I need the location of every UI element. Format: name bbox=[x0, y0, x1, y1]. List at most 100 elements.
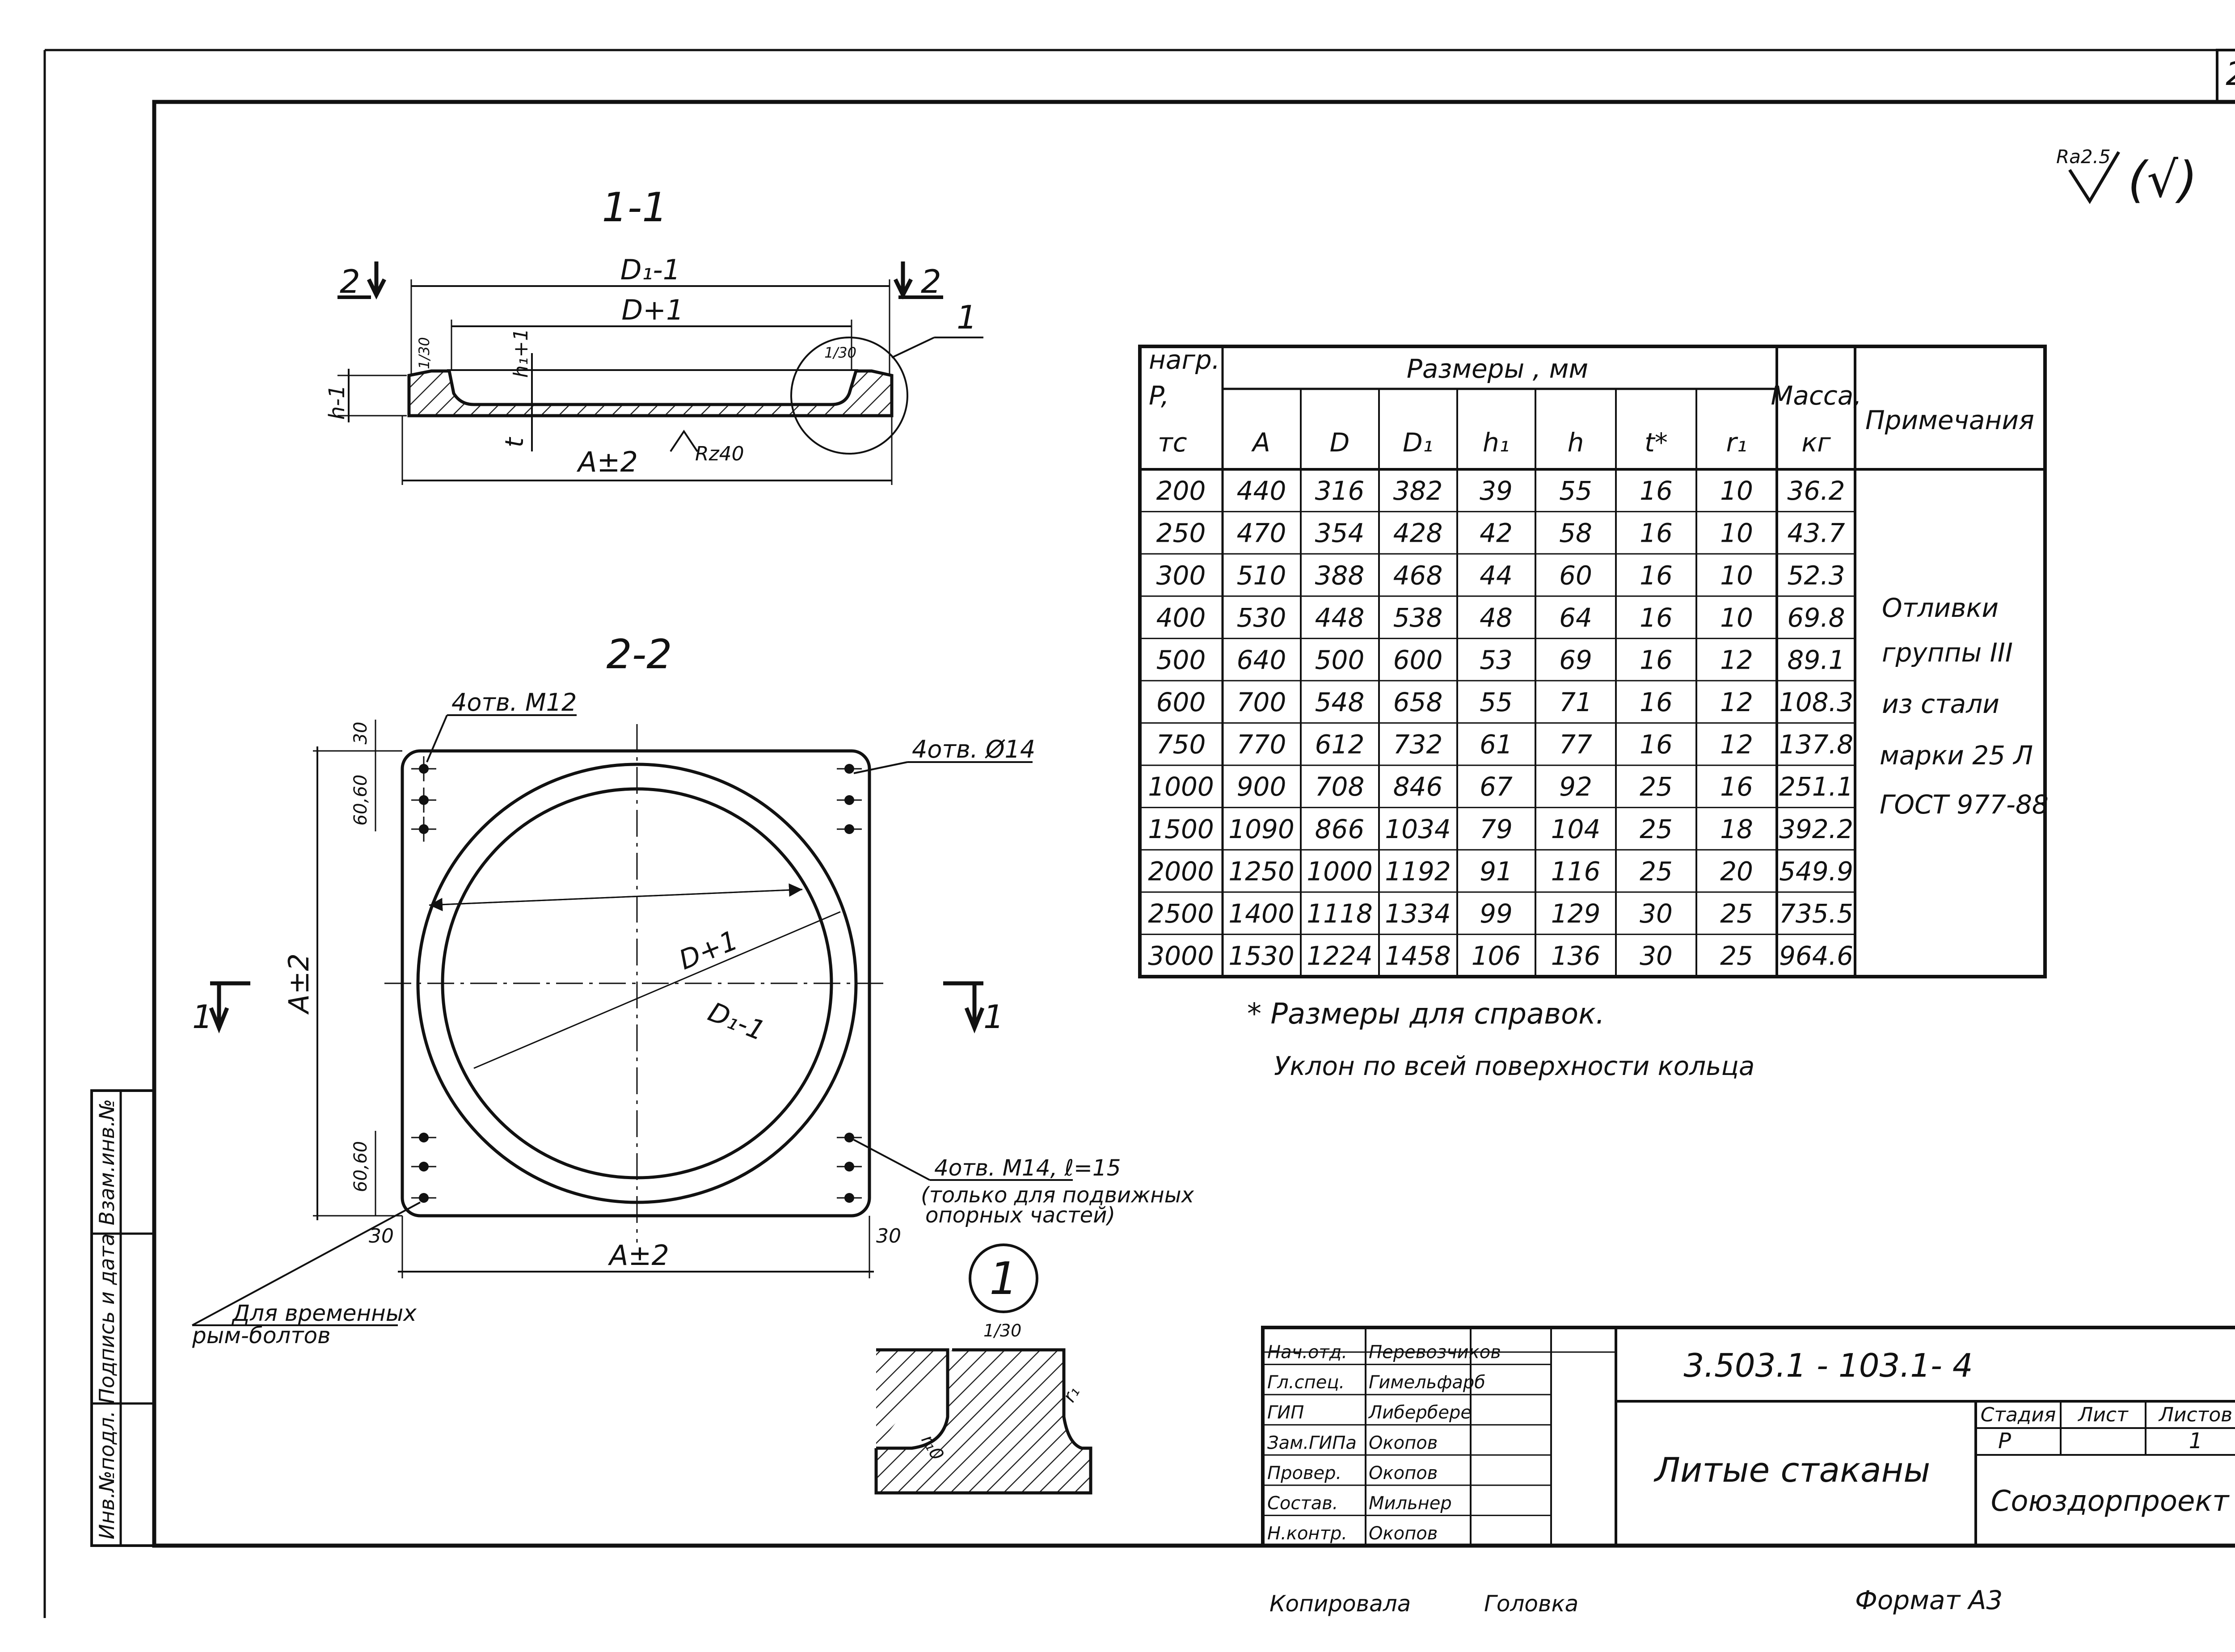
table-cell: 55 bbox=[1480, 687, 1513, 717]
table-cell: 77 bbox=[1559, 729, 1592, 760]
table-cell: 735.5 bbox=[1779, 898, 1853, 929]
doc-name: Литые стаканы bbox=[1653, 1450, 1931, 1490]
dim-d1-minus-1: D₁-1 bbox=[620, 253, 680, 286]
person-role: Н.контр. bbox=[1267, 1523, 1347, 1544]
table-cell: 316 bbox=[1315, 476, 1365, 506]
table-cell: 48 bbox=[1480, 603, 1513, 633]
table-cell: 732 bbox=[1393, 729, 1443, 760]
section-2-2: 2-2 D+1 D₁-1 4отв. M12 4отв. Ø14 bbox=[192, 631, 1194, 1349]
table-cell: 300 bbox=[1156, 560, 1206, 590]
dim-60-top: 60,60 bbox=[350, 775, 371, 826]
table-cell: 470 bbox=[1237, 518, 1286, 548]
table-cell: 1000 bbox=[1148, 771, 1214, 802]
sheet-label: Лист bbox=[2077, 1403, 2129, 1426]
table-cell: 1000 bbox=[1307, 856, 1373, 886]
table-cell: 12 bbox=[1720, 687, 1753, 717]
header-load: нагр. bbox=[1149, 345, 1220, 375]
table-cell: 612 bbox=[1315, 729, 1365, 760]
table-cell: 440 bbox=[1237, 476, 1286, 506]
cut-arrow-left-label: 2 bbox=[340, 263, 360, 300]
person-role: Зам.ГИПа bbox=[1267, 1433, 1357, 1453]
slope-right: 1/30 bbox=[824, 344, 856, 361]
table-cell: 448 bbox=[1315, 603, 1365, 633]
table-cell: 71 bbox=[1559, 687, 1592, 717]
table-cell: 99 bbox=[1480, 898, 1513, 929]
table-cell: 92 bbox=[1559, 771, 1592, 802]
dim-30-bottom-right: 30 bbox=[876, 1225, 901, 1247]
notes-line-3: из стали bbox=[1882, 689, 1999, 719]
table-cell: 69 bbox=[1559, 645, 1592, 675]
table-cell: 104 bbox=[1551, 814, 1601, 844]
copied-label: Копировала bbox=[1269, 1591, 1411, 1617]
table-cell: 640 bbox=[1237, 645, 1286, 675]
table-cell: 137.8 bbox=[1779, 729, 1853, 760]
notes-line-4: марки 25 Л bbox=[1880, 740, 2033, 771]
table-notes: Отливки группы III из стали марки 25 Л Г… bbox=[1880, 593, 2049, 820]
table-cell: 10 bbox=[1720, 518, 1753, 548]
detail-1-label: 1 bbox=[989, 1252, 1018, 1305]
roughness-mark: Ra2.5 (√) bbox=[2056, 146, 2197, 208]
person-role: Гл.спец. bbox=[1267, 1372, 1345, 1393]
slope-left: 1/30 bbox=[416, 337, 433, 369]
header-tc: тс bbox=[1158, 427, 1187, 458]
table-cell: 16 bbox=[1640, 560, 1673, 590]
table-cell: 1400 bbox=[1228, 898, 1295, 929]
person-role: Провер. bbox=[1267, 1463, 1341, 1483]
table-cell: 91 bbox=[1480, 856, 1513, 886]
table-cell: 36.2 bbox=[1787, 476, 1845, 506]
col-d: D bbox=[1330, 427, 1350, 458]
table-cell: 10 bbox=[1720, 476, 1753, 506]
table-cell: 510 bbox=[1237, 560, 1286, 590]
table-cell: 25 bbox=[1720, 941, 1753, 971]
table-cell: 25 bbox=[1720, 898, 1753, 929]
copier-name: Головка bbox=[1484, 1591, 1578, 1617]
cut-1-right-label: 1 bbox=[983, 998, 1004, 1036]
table-cell: 1250 bbox=[1228, 856, 1295, 886]
table-cell: 530 bbox=[1237, 603, 1286, 633]
detail-callout-circle bbox=[790, 337, 908, 455]
table-cell: 250 bbox=[1156, 518, 1206, 548]
table-cell: 866 bbox=[1315, 814, 1365, 844]
table-cell: 1500 bbox=[1148, 814, 1214, 844]
table-cell: 750 bbox=[1156, 729, 1206, 760]
dim-a-plus-minus-2: A±2 bbox=[576, 446, 638, 478]
table-cell: 658 bbox=[1393, 687, 1443, 717]
holes-m12-label: 4отв. M12 bbox=[451, 688, 577, 716]
dim-a-bottom: A±2 bbox=[607, 1239, 669, 1272]
dim-t: t bbox=[500, 437, 529, 447]
table-cell: 10 bbox=[1720, 560, 1753, 590]
person-role: Нач.отд. bbox=[1267, 1342, 1347, 1363]
table-cell: 20 bbox=[1720, 856, 1753, 886]
table-cell: 400 bbox=[1156, 603, 1206, 633]
person-name: Перевозчиков bbox=[1369, 1342, 1501, 1363]
table-cell: 382 bbox=[1393, 476, 1443, 506]
col-h: h bbox=[1568, 427, 1584, 458]
table-cell: 251.1 bbox=[1779, 771, 1853, 802]
table-cell: 3000 bbox=[1148, 941, 1214, 971]
table-cell: 69.8 bbox=[1787, 603, 1845, 633]
table-cell: 16 bbox=[1640, 518, 1673, 548]
detail-1-slope: 1/30 bbox=[983, 1321, 1021, 1340]
dim-d1-minus-1-plan: D₁-1 bbox=[704, 996, 769, 1047]
table-cell: 700 bbox=[1237, 687, 1286, 717]
table-cell: 108.3 bbox=[1779, 687, 1853, 717]
person-name: Либербере bbox=[1368, 1403, 1472, 1423]
table-cell: 12 bbox=[1720, 645, 1753, 675]
holes-d14-label: 4отв. Ø14 bbox=[912, 735, 1035, 763]
strip-inv-podl: Инв.№подл. bbox=[95, 1411, 119, 1539]
dim-h-minus-1: h-1 bbox=[325, 385, 350, 420]
outer-frame bbox=[43, 49, 2235, 1618]
header-mass-1: Масса, bbox=[1771, 380, 1861, 411]
table-cell: 1458 bbox=[1385, 941, 1451, 971]
table-cell: 600 bbox=[1156, 687, 1206, 717]
table-cell: 30 bbox=[1640, 941, 1673, 971]
table-cell: 1334 bbox=[1385, 898, 1451, 929]
eyebolt-note-1: Для временных bbox=[232, 1300, 417, 1326]
table-cell: 60 bbox=[1559, 560, 1592, 590]
notes-line-1: Отливки bbox=[1882, 593, 1999, 623]
sheets-value: 1 bbox=[2189, 1429, 2203, 1454]
format-label: Формат А3 bbox=[1855, 1585, 2003, 1615]
header-notes: Примечания bbox=[1865, 405, 2034, 435]
col-d1: D₁ bbox=[1403, 427, 1433, 458]
